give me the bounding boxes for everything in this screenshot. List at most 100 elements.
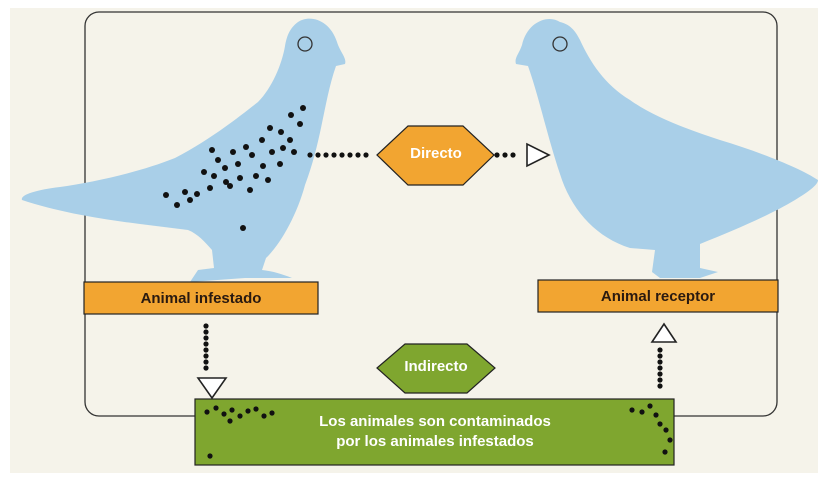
direct-label: Directo	[410, 145, 462, 162]
dot	[288, 112, 294, 118]
dot	[339, 152, 345, 158]
dot	[667, 437, 673, 443]
indirect-label: Indirecto	[404, 358, 468, 375]
dot	[213, 405, 219, 411]
dot	[253, 173, 259, 179]
dot	[323, 152, 329, 158]
dot	[502, 152, 508, 158]
contamination-text-line2: por los animales infestados	[336, 433, 534, 450]
dot	[243, 144, 249, 150]
receptor-animal-box	[537, 279, 779, 313]
dot	[223, 179, 229, 185]
dot	[277, 161, 283, 167]
direct-path-dots	[307, 152, 516, 158]
dot	[287, 137, 293, 143]
left-vertical-dots	[203, 323, 209, 371]
dot	[280, 145, 286, 151]
dot	[494, 152, 500, 158]
dot	[203, 341, 209, 347]
dot	[227, 418, 233, 424]
dot	[235, 161, 241, 167]
direct-diamond	[376, 125, 495, 186]
dot	[247, 187, 253, 193]
dot	[260, 163, 266, 169]
dot	[510, 152, 516, 158]
dot	[207, 185, 213, 191]
dot	[297, 121, 303, 127]
dot	[639, 409, 645, 415]
dot	[663, 427, 669, 433]
dot	[203, 323, 209, 329]
dot	[300, 105, 306, 111]
dot	[267, 125, 273, 131]
dot	[203, 329, 209, 335]
dot	[261, 413, 267, 419]
dot	[237, 413, 243, 419]
receptor-pigeon-icon	[515, 18, 818, 278]
dot	[657, 377, 663, 383]
dot	[629, 407, 635, 413]
dot	[237, 175, 243, 181]
dot	[203, 353, 209, 359]
dot	[265, 177, 271, 183]
indirect-diamond	[376, 343, 496, 394]
infested-pigeon-icon	[21, 18, 346, 283]
dot	[182, 189, 188, 195]
dot	[657, 371, 663, 377]
dot	[331, 152, 337, 158]
dot	[249, 152, 255, 158]
contamination-dots	[204, 403, 673, 459]
dot	[203, 335, 209, 341]
contamination-text-line1: Los animales son contaminados	[319, 413, 551, 430]
dot	[207, 453, 213, 459]
dot	[259, 137, 265, 143]
dot	[204, 409, 210, 415]
receptor-animal-label: Animal receptor	[600, 288, 716, 305]
dot	[240, 225, 246, 231]
dot	[230, 149, 236, 155]
dot	[657, 359, 663, 365]
dot	[363, 152, 369, 158]
dot	[653, 412, 659, 418]
dot	[221, 411, 227, 417]
dot	[657, 421, 663, 427]
dot	[269, 410, 275, 416]
dot	[647, 403, 653, 409]
dot	[253, 406, 259, 412]
dot	[229, 407, 235, 413]
infestation-dots	[163, 105, 306, 231]
dot	[355, 152, 361, 158]
dot	[163, 192, 169, 198]
dot	[222, 165, 228, 171]
dot	[291, 149, 297, 155]
dot	[174, 202, 180, 208]
up-arrow-icon	[650, 322, 678, 343]
dot	[187, 197, 193, 203]
dot	[315, 152, 321, 158]
dot	[203, 365, 209, 371]
dot	[203, 359, 209, 365]
dot	[347, 152, 353, 158]
dot	[657, 383, 663, 389]
dot	[209, 147, 215, 153]
dot	[203, 347, 209, 353]
dot	[194, 191, 200, 197]
infested-animal-box	[83, 281, 319, 315]
dot	[657, 347, 663, 353]
dot	[657, 353, 663, 359]
dot	[278, 129, 284, 135]
dot	[657, 365, 663, 371]
down-arrow-icon	[196, 377, 228, 400]
infested-animal-label: Animal infestado	[140, 290, 262, 307]
dot	[662, 449, 668, 455]
dot	[211, 173, 217, 179]
direct-arrow-icon	[526, 142, 551, 168]
dot	[307, 152, 313, 158]
dot	[245, 408, 251, 414]
dot	[227, 183, 233, 189]
right-vertical-dots	[657, 347, 663, 389]
dot	[201, 169, 207, 175]
dot	[269, 149, 275, 155]
